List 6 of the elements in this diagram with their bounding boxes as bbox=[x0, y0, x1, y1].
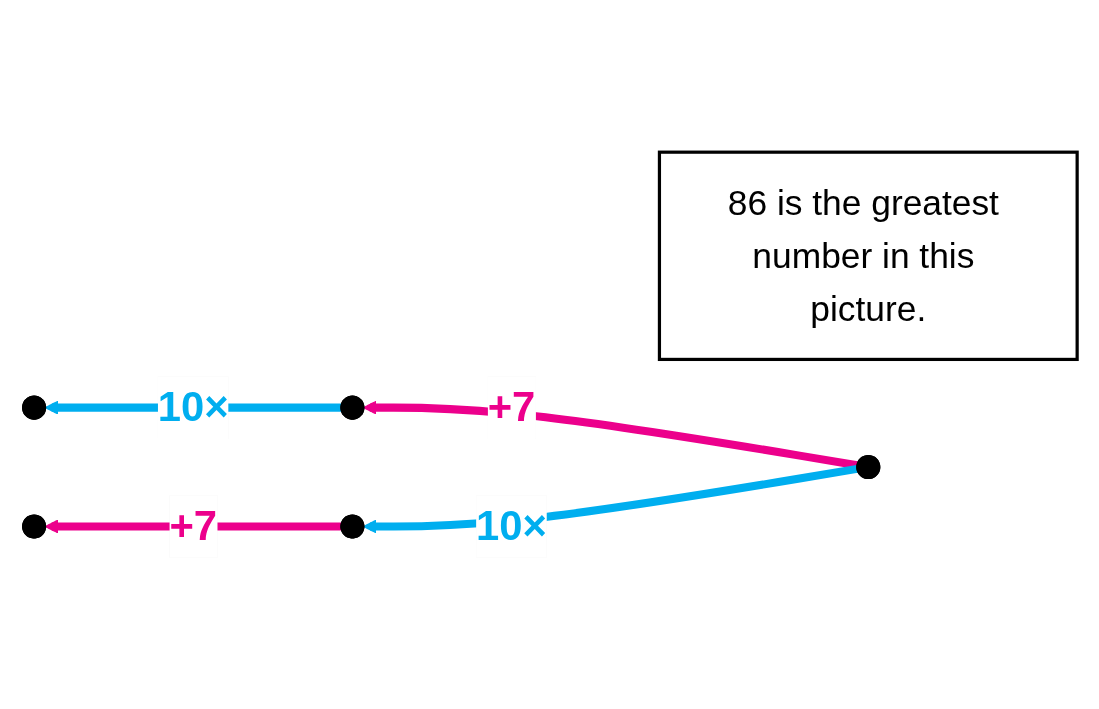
edge-label: +7 bbox=[487, 382, 535, 431]
edge-label: +7 bbox=[168, 501, 217, 550]
edge-label: 10× bbox=[475, 501, 547, 550]
edge-label: 10× bbox=[157, 382, 229, 431]
node-box: 86 is the greatest number in this picture. bbox=[657, 150, 1079, 361]
arrow bbox=[362, 400, 858, 469]
